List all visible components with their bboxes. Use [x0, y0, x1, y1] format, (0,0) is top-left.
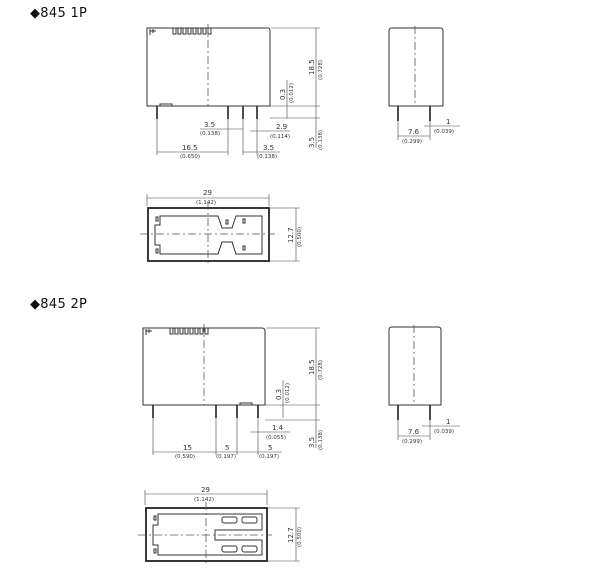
dim-d2-in-1p: (0.114) [270, 134, 290, 140]
side-view-1p: 7.6 (0.299) 1 (0.039) [388, 26, 460, 145]
dim-d1-in-1p: (0.138) [200, 131, 220, 137]
section-title-1p: ◆845 1P [30, 6, 88, 21]
dim-gap-2p: 0.3 [275, 389, 283, 400]
dim-d4-in-2p: (0.197) [259, 454, 279, 460]
dim-d3-in-2p: (0.590) [175, 454, 195, 460]
dim-depth-in-1p: (0.500) [297, 227, 303, 247]
front-view-2p: 18.5 (0.728) 3.5 (0.138) 0.3 (0.012) 1.4… [142, 324, 324, 460]
dim-height-2p: 18.5 [308, 359, 316, 375]
dim-d1-1p: 3.5 [204, 121, 215, 129]
dim-gap-1p: 0.3 [279, 89, 287, 100]
side-view-2p: 7.6 (0.299) 1 (0.039) [388, 325, 460, 445]
dim-d1-2p: 5 [225, 444, 229, 452]
dim-pitch-2p: 7.6 [408, 428, 420, 436]
dim-d2-2p: 1.4 [272, 424, 284, 432]
dim-d3-1p: 16.5 [182, 144, 198, 152]
dim-pinlen-in-2p: (0.138) [318, 430, 324, 450]
dim-gap-in-1p: (0.012) [289, 83, 295, 103]
dim-d3-2p: 15 [183, 444, 192, 452]
section-title-2p: ◆845 2P [30, 297, 88, 312]
dim-pin-in-2p: (0.039) [434, 429, 454, 435]
dim-width-2p: 29 [201, 486, 210, 494]
dim-d3-in-1p: (0.650) [180, 154, 200, 160]
dim-width-in-2p: (1.142) [194, 497, 214, 503]
dim-pin-1p: 1 [446, 118, 450, 126]
dim-d2-in-2p: (0.055) [266, 435, 286, 441]
dim-pinlen-1p: 3.5 [308, 137, 316, 148]
dim-width-in-1p: (1.142) [196, 200, 216, 206]
dim-pin-2p: 1 [446, 418, 450, 426]
dim-pitch-in-2p: (0.299) [402, 439, 422, 445]
dim-d2-1p: 2.9 [276, 123, 287, 131]
dim-gap-in-2p: (0.012) [285, 383, 291, 403]
dim-height-in-1p: (0.728) [318, 60, 324, 80]
dim-d4-1p: 3.5 [263, 144, 274, 152]
dim-pinlen-2p: 3.5 [308, 437, 316, 448]
dim-depth-2p: 12.7 [287, 527, 295, 543]
dim-pin-in-1p: (0.039) [434, 129, 454, 135]
bottom-view-1p: 29 (1.142) 12.7 (0.500) [140, 189, 303, 266]
dim-d4-2p: 5 [268, 444, 272, 452]
dim-depth-in-2p: (0.500) [297, 527, 303, 547]
dim-pinlen-in-1p: (0.138) [318, 130, 324, 150]
dim-pitch-in-1p: (0.299) [402, 139, 422, 145]
dim-width-1p: 29 [203, 189, 212, 197]
dim-d4-in-1p: (0.138) [257, 154, 277, 160]
dim-depth-1p: 12.7 [287, 227, 295, 243]
bottom-view-2p: 29 (1.142) 12.7 (0.500) [138, 486, 303, 566]
dim-height-in-2p: (0.728) [318, 360, 324, 380]
dim-d1-in-2p: (0.197) [216, 454, 236, 460]
front-view-1p: 18.5 (0.728) 3.5 (0.138) 0.3 (0.012) 3.5… [146, 24, 324, 160]
dim-pitch-1p: 7.6 [408, 128, 420, 136]
dim-height-1p: 18.5 [308, 59, 316, 75]
